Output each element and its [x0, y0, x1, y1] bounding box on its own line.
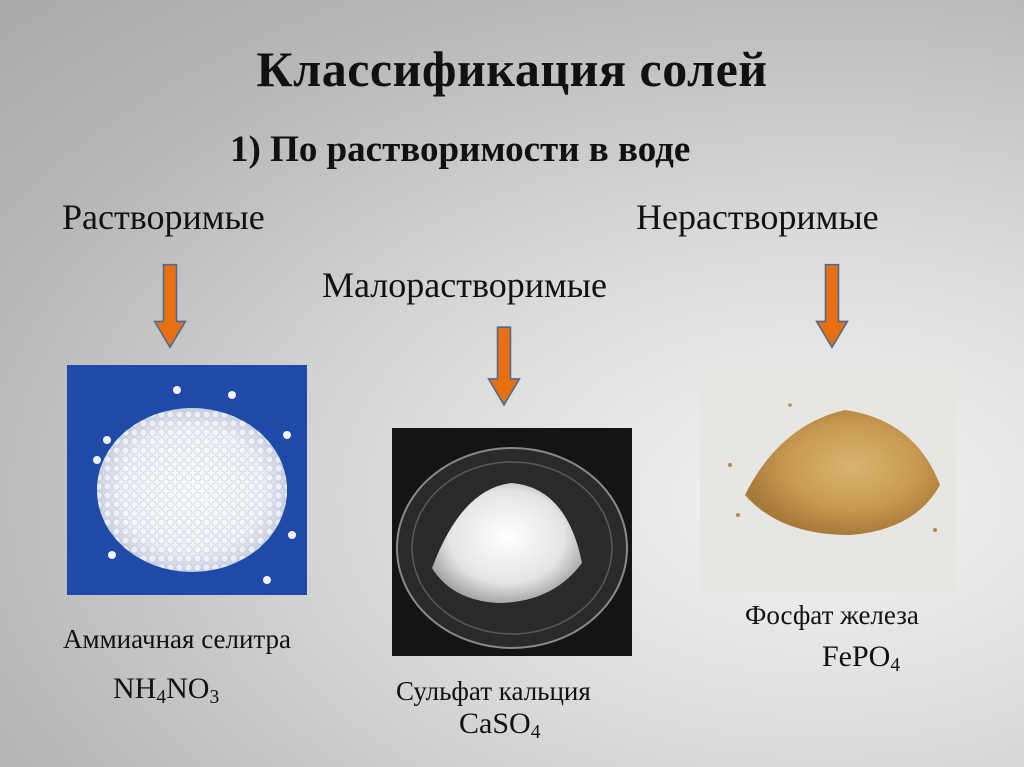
down-arrow-icon	[153, 263, 187, 349]
formula-ammonium-nitrate: NH4NO3	[113, 672, 220, 708]
slide-subtitle: 1) По растворимости в воде	[230, 129, 691, 170]
example-name-calcium-sulfate: Сульфат кальция	[396, 676, 591, 706]
ammonium-nitrate-photo	[67, 365, 307, 595]
slide-title: Классификация солей	[256, 41, 768, 97]
formula-iron-phosphate: FePO4	[822, 640, 901, 676]
example-name-iron-phosphate: Фосфат железа	[745, 600, 919, 630]
down-arrow-icon	[815, 263, 849, 349]
calcium-sulfate-photo	[392, 428, 632, 656]
down-arrow-icon	[487, 326, 521, 407]
example-name-ammonium-nitrate: Аммиачная селитра	[63, 624, 292, 654]
category-insoluble: Нерастворимые	[636, 197, 879, 237]
category-soluble: Растворимые	[62, 197, 265, 237]
iron-phosphate-photo	[700, 365, 956, 593]
category-slightly-soluble: Малорастворимые	[322, 265, 607, 305]
formula-calcium-sulfate: CaSO4	[459, 707, 541, 743]
